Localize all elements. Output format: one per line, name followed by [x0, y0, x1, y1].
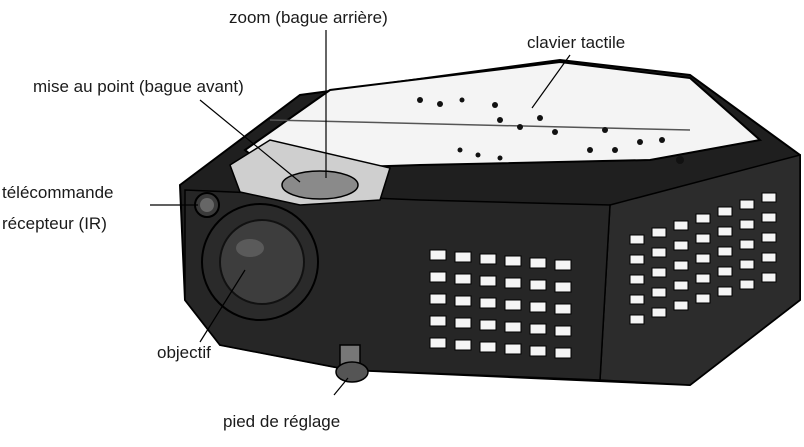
ir-label-line1: télécommande [2, 183, 114, 202]
focus-label: mise au point (bague avant) [33, 77, 244, 96]
zoom-ring [281, 170, 359, 200]
side-vent [629, 192, 777, 325]
lens-glass [219, 219, 305, 305]
keypad-buttons [417, 97, 684, 164]
ir-label-line2: récepteur (IR) [2, 214, 107, 233]
zoom-label: zoom (bague arrière) [229, 8, 388, 27]
leader-lines [150, 30, 571, 396]
foot-label: pied de réglage [223, 412, 341, 431]
adjustment-foot [335, 344, 369, 383]
lens-label: objectif [157, 343, 211, 362]
keypad-label: clavier tactile [527, 33, 626, 52]
front-vent [429, 249, 572, 359]
